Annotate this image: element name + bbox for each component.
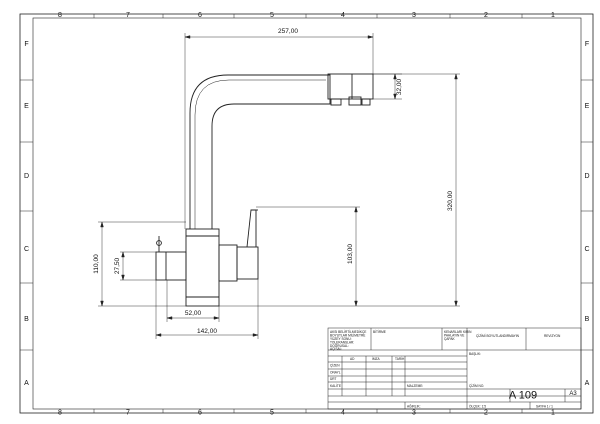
note-line: YÜZEY SONU: bbox=[330, 337, 352, 341]
row-label-right: A bbox=[585, 380, 590, 387]
note-line: AÇISAL: bbox=[330, 347, 342, 351]
outer-border bbox=[19, 13, 594, 414]
col-label-top: 2 bbox=[484, 12, 488, 19]
row-label-right: E bbox=[585, 103, 590, 110]
edge-note-line: PAHLAYIN VE bbox=[444, 334, 464, 338]
col-label-bottom: 1 bbox=[551, 410, 555, 417]
header-col-name: AD bbox=[350, 357, 355, 361]
row-label-left: A bbox=[24, 380, 29, 387]
lever-handle bbox=[246, 209, 257, 248]
row-label-left: D bbox=[24, 173, 29, 180]
header-col-signature: İMZA bbox=[372, 356, 380, 361]
dim-body-height: 110,00 bbox=[93, 254, 100, 274]
col-label-bottom: 8 bbox=[58, 410, 62, 417]
dimension-lines bbox=[98, 33, 460, 339]
role-approved: ONAYL bbox=[330, 371, 341, 375]
column-dividers bbox=[20, 14, 593, 413]
dim-total-height: 320,00 bbox=[447, 191, 454, 211]
dim-spout-height: 32,00 bbox=[396, 78, 403, 95]
spout-outline bbox=[189, 74, 331, 229]
spout-inner-line bbox=[194, 79, 326, 229]
col-label-bottom: 7 bbox=[126, 410, 130, 417]
col-label-top: 5 bbox=[270, 12, 274, 19]
inner-border bbox=[32, 17, 582, 410]
finish-label: BİTİRME bbox=[373, 329, 386, 334]
aerator-tip-2 bbox=[348, 96, 362, 106]
note-line: BOYUTLAR MİLİMETRE bbox=[330, 333, 365, 338]
row-label-left: E bbox=[24, 103, 29, 110]
row-label-right: B bbox=[585, 316, 590, 323]
revision-label: REVIZYON bbox=[544, 334, 561, 338]
dwg-no-label: ÇİZİM NO. bbox=[469, 383, 484, 388]
scale-value: ÖLÇEK: 1:5 bbox=[469, 405, 486, 409]
col-label-top: 6 bbox=[198, 12, 202, 19]
edge-note-line: KENARLARI KIRIN bbox=[444, 330, 472, 334]
col-label-top: 8 bbox=[58, 12, 62, 19]
side-inlet-valve-knob bbox=[156, 240, 162, 246]
dim-lever-height: 103,00 bbox=[347, 244, 354, 264]
edge-note-line: ÇAPAK bbox=[444, 337, 455, 341]
dim-inlet-height: 27,50 bbox=[114, 257, 121, 274]
lever-cap bbox=[236, 246, 259, 280]
title-label: BAŞLIK: bbox=[469, 352, 481, 356]
title-block-lines bbox=[327, 327, 582, 410]
dimension-texts: 257,00 32,00 320,00 103,00 110,00 27,50 … bbox=[93, 28, 454, 335]
faucet-drawing bbox=[155, 73, 374, 307]
sheet-size: A3 bbox=[569, 391, 577, 397]
note-line: AKSI BELİRTİLMEDİKÇE bbox=[330, 329, 366, 334]
dim-spout-reach: 257,00 bbox=[278, 28, 298, 35]
col-label-bottom: 2 bbox=[484, 410, 488, 417]
role-quality: KALİTE bbox=[330, 383, 341, 388]
aerator-tip-3 bbox=[361, 98, 371, 106]
weight-label: AĞIRLIK: bbox=[407, 404, 421, 409]
col-label-top: 3 bbox=[412, 12, 416, 19]
material-label: MALZEME: bbox=[407, 384, 423, 388]
col-label-bottom: 6 bbox=[198, 410, 202, 417]
col-label-bottom: 3 bbox=[412, 410, 416, 417]
col-label-bottom: 4 bbox=[341, 410, 345, 417]
valve-body bbox=[185, 228, 220, 307]
role-drawn: ÇİZEN bbox=[330, 363, 340, 368]
lever-housing bbox=[218, 244, 238, 282]
aerator-tip-1 bbox=[330, 98, 342, 106]
header-col-date: TARİH bbox=[395, 356, 405, 361]
aerator-head bbox=[327, 73, 374, 100]
col-label-top: 7 bbox=[126, 12, 130, 19]
row-label-right: C bbox=[584, 246, 589, 253]
row-label-right: D bbox=[584, 173, 589, 180]
col-label-bottom: 5 bbox=[270, 410, 274, 417]
scale-note: ÇİZİMİ BOYUTLANDIRMAYIN bbox=[476, 333, 520, 338]
dim-body-width: 52,00 bbox=[185, 310, 202, 317]
drawing-number: A 109 bbox=[509, 390, 537, 402]
col-label-top: 4 bbox=[341, 12, 345, 19]
dim-total-width: 142,00 bbox=[197, 328, 217, 335]
sheet-index: SAYFA 1 / 1 bbox=[536, 405, 553, 409]
role-manufacturing: ÜRT bbox=[330, 377, 337, 381]
col-label-top: 1 bbox=[551, 12, 555, 19]
row-label-right: F bbox=[585, 41, 589, 48]
note-line: DOĞRUSAL: bbox=[330, 343, 349, 348]
row-label-left: F bbox=[24, 41, 28, 48]
note-line: TOLERANSLAR: bbox=[330, 341, 354, 345]
grid-labels: 8 7 6 5 4 3 2 1 8 7 6 5 4 3 2 1 F E D C … bbox=[24, 12, 590, 417]
title-block-notes: AKSI BELİRTİLMEDİKÇE BOYUTLAR MİLİMETRE … bbox=[330, 329, 561, 409]
row-label-left: B bbox=[24, 316, 29, 323]
title-block: AKSI BELİRTİLMEDİKÇE BOYUTLAR MİLİMETRE … bbox=[327, 327, 582, 410]
row-label-left: C bbox=[24, 246, 29, 253]
side-inlet bbox=[155, 251, 187, 281]
